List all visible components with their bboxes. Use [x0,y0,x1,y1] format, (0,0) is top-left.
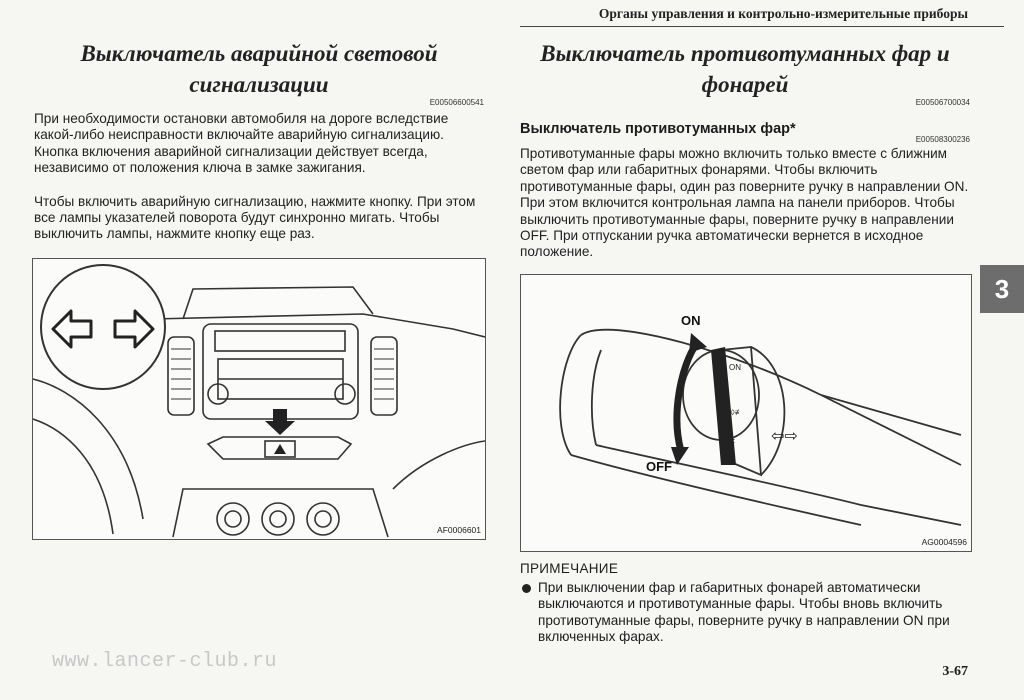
dashboard-illustration [33,264,485,538]
hazard-paragraph-1: При необходимости остановки автомобиля н… [34,111,449,176]
figure-off-label: OFF [646,459,672,474]
fog-switch-title: Выключатель противотуманных фар и фонаре… [540,41,950,97]
figure-code: AG0004596 [921,537,967,547]
subsection-code: E00508300236 [915,135,970,144]
site-watermark: www.lancer-club.ru [52,650,278,673]
svg-text:▽: ▽ [726,423,733,432]
figure-code: AF0006601 [437,525,481,535]
fog-front-subheading: Выключатель противотуманных фар* [520,121,796,137]
ring-off-text: OFF [719,438,735,447]
page-number: 3-67 [942,664,968,679]
figure-on-label: ON [681,313,701,328]
ring-on-text: ON [729,363,741,372]
hazard-switch-figure: AF0006601 [32,258,486,540]
running-header: Органы управления и контрольно-измерител… [598,6,968,21]
right-column: Выключатель противотуманных фар и фонаре… [520,38,970,261]
fog-switch-figure: ON ≢D◊≢ ▽ OFF ⇦⇨ ON OFF AG0004596 [520,274,972,552]
bullet-icon [522,584,531,593]
note-text: При выключении фар и габаритных фонарей … [538,580,950,645]
note-block: ПРИМЕЧАНИЕ При выключении фар и габаритн… [520,561,970,646]
header-rule [520,26,1004,27]
left-column: Выключатель аварийной световой сигнализа… [34,38,484,243]
fog-paragraph: Противотуманные фары можно включить толь… [520,146,969,260]
note-title: ПРИМЕЧАНИЕ [520,561,619,576]
note-item: При выключении фар и габаритных фонарей … [520,580,970,646]
section-code: E00506700034 [915,98,970,107]
chapter-tab[interactable]: 3 [980,265,1024,313]
hazard-paragraph-2: Чтобы включить аварийную сигнализацию, н… [34,193,476,242]
section-code: E00506600541 [429,98,484,107]
svg-text:≢D◊≢: ≢D◊≢ [717,408,743,417]
stalk-illustration: ON ≢D◊≢ ▽ OFF ⇦⇨ ON OFF [559,313,962,526]
hazard-switch-title: Выключатель аварийной световой сигнализа… [80,41,438,97]
svg-text:⇦⇨: ⇦⇨ [771,426,798,445]
